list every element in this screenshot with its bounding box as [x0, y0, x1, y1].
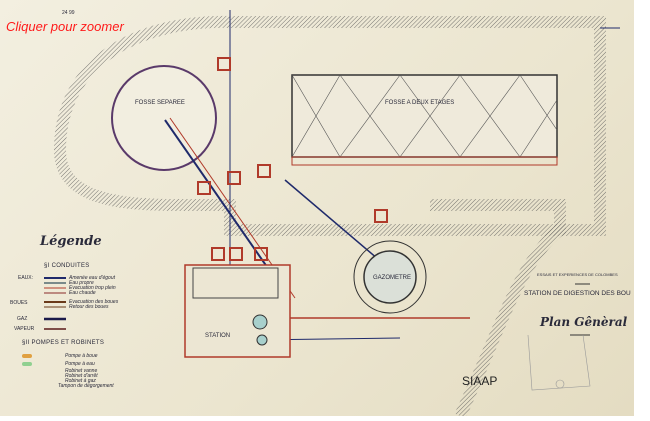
legend-line-label: Amenée eau d'égout [69, 275, 115, 281]
embankment [53, 15, 606, 236]
legend-line-label: Evacuation trop plein [69, 285, 116, 291]
embankment-lower [430, 199, 566, 419]
legend-section-conduites: §I CONDUITES [44, 263, 90, 269]
title-block-plan: Plan Gênèral [540, 315, 628, 329]
legend-item: Robinet à gaz [65, 378, 96, 384]
legend-item: Robinet vanne [65, 368, 98, 374]
station-building [184, 264, 291, 358]
gazometre [363, 250, 417, 304]
legend-group: EAUX: [18, 275, 34, 281]
legend-title: Légende [40, 234, 102, 249]
legend-line-samples [22, 277, 66, 366]
legend-line-label: Eau chaude [69, 290, 96, 296]
site-plan-svg: FOSSE SEPAREE FOSSE A DEUX ETAGES STATIO… [22, 10, 620, 419]
legend-item: Tampon de dégorgement [58, 383, 114, 389]
title-block-station: STATION DE DIGESTION DES BOU [524, 290, 631, 297]
legend-item: Pompe à boue [65, 353, 98, 359]
fosse-separee [111, 65, 217, 171]
legend-group: BOUES [10, 300, 28, 306]
fosse-deux-etages-label: FOSSE A DEUX ETAGES [385, 100, 454, 106]
legend-line-label: Evacuation des boues [69, 299, 119, 305]
legend-group: VAPEUR [14, 326, 35, 332]
fosse-deux-etages [291, 74, 558, 158]
siaap-watermark: SIAAP [462, 374, 498, 388]
plan-drawing[interactable]: FOSSE SEPAREE FOSSE A DEUX ETAGES STATIO… [0, 0, 634, 419]
legend-line-label: Eau propre [69, 280, 94, 286]
station-label: STATION [205, 333, 230, 339]
legend-group: GAZ [17, 316, 28, 322]
legend-item: Robinet d'arrêt [65, 373, 98, 379]
zoom-hint-link[interactable]: Cliquer pour zoomer [6, 19, 124, 34]
title-block-essais: ESSAIS ET EXPERIENCES DE COLOMBES [537, 272, 618, 277]
fosse-separee-label: FOSSE SEPAREE [135, 100, 185, 106]
legend-line-label: Retour des boues [69, 304, 109, 310]
header-note: 24 99 [62, 10, 75, 16]
legend-section-pompes: §II POMPES ET ROBINETS [22, 340, 105, 346]
gazometre-label: GAZOMETRE [373, 275, 411, 281]
legend-item: Pompe à eau [65, 361, 95, 367]
